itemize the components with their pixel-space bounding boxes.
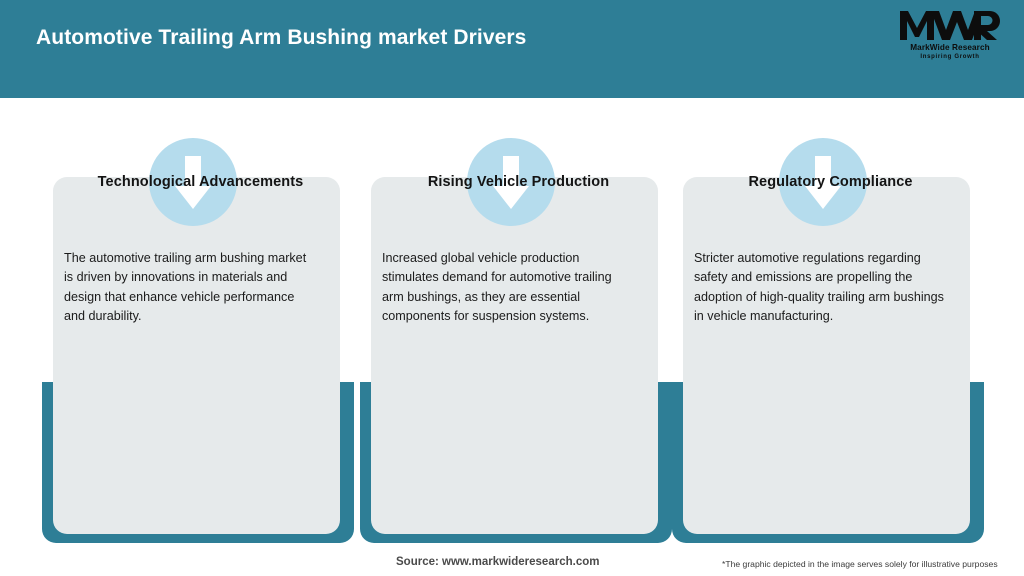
card-body-text: Increased global vehicle production stim… <box>382 251 612 323</box>
page-title: Automotive Trailing Arm Bushing market D… <box>36 26 527 49</box>
mwr-logo-mark-icon <box>898 8 1002 42</box>
source-attribution[interactable]: Source: www.markwideresearch.com <box>396 556 600 568</box>
header-bar <box>0 0 1024 98</box>
card-title: Regulatory Compliance <box>748 174 913 190</box>
logo-tagline: Inspiring Growth <box>920 54 980 60</box>
arrow-down-icon <box>467 138 555 226</box>
card-panel <box>53 177 340 534</box>
card-title: Technological Advancements <box>97 174 304 190</box>
driver-card-3[interactable]: Regulatory Compliance Stricter automotiv… <box>672 98 989 543</box>
card-body-text: Stricter automotive regulations regardin… <box>694 251 944 323</box>
card-body-text: The automotive trailing arm bushing mark… <box>64 251 307 323</box>
driver-card-1[interactable]: Technological Advancements The automotiv… <box>42 98 359 543</box>
logo-company-name: MarkWide Research <box>910 43 990 52</box>
card-panel <box>683 177 970 534</box>
brand-logo: MarkWide Research Inspiring Growth <box>898 8 1002 66</box>
card-title: Rising Vehicle Production <box>427 174 610 190</box>
drivers-card-row: Technological Advancements The automotiv… <box>0 98 1024 543</box>
card-panel <box>371 177 658 534</box>
arrow-down-icon <box>149 138 237 226</box>
arrow-down-icon <box>779 138 867 226</box>
illustrative-disclaimer: *The graphic depicted in the image serve… <box>722 559 998 569</box>
driver-card-2[interactable]: Rising Vehicle Production Increased glob… <box>360 98 677 543</box>
